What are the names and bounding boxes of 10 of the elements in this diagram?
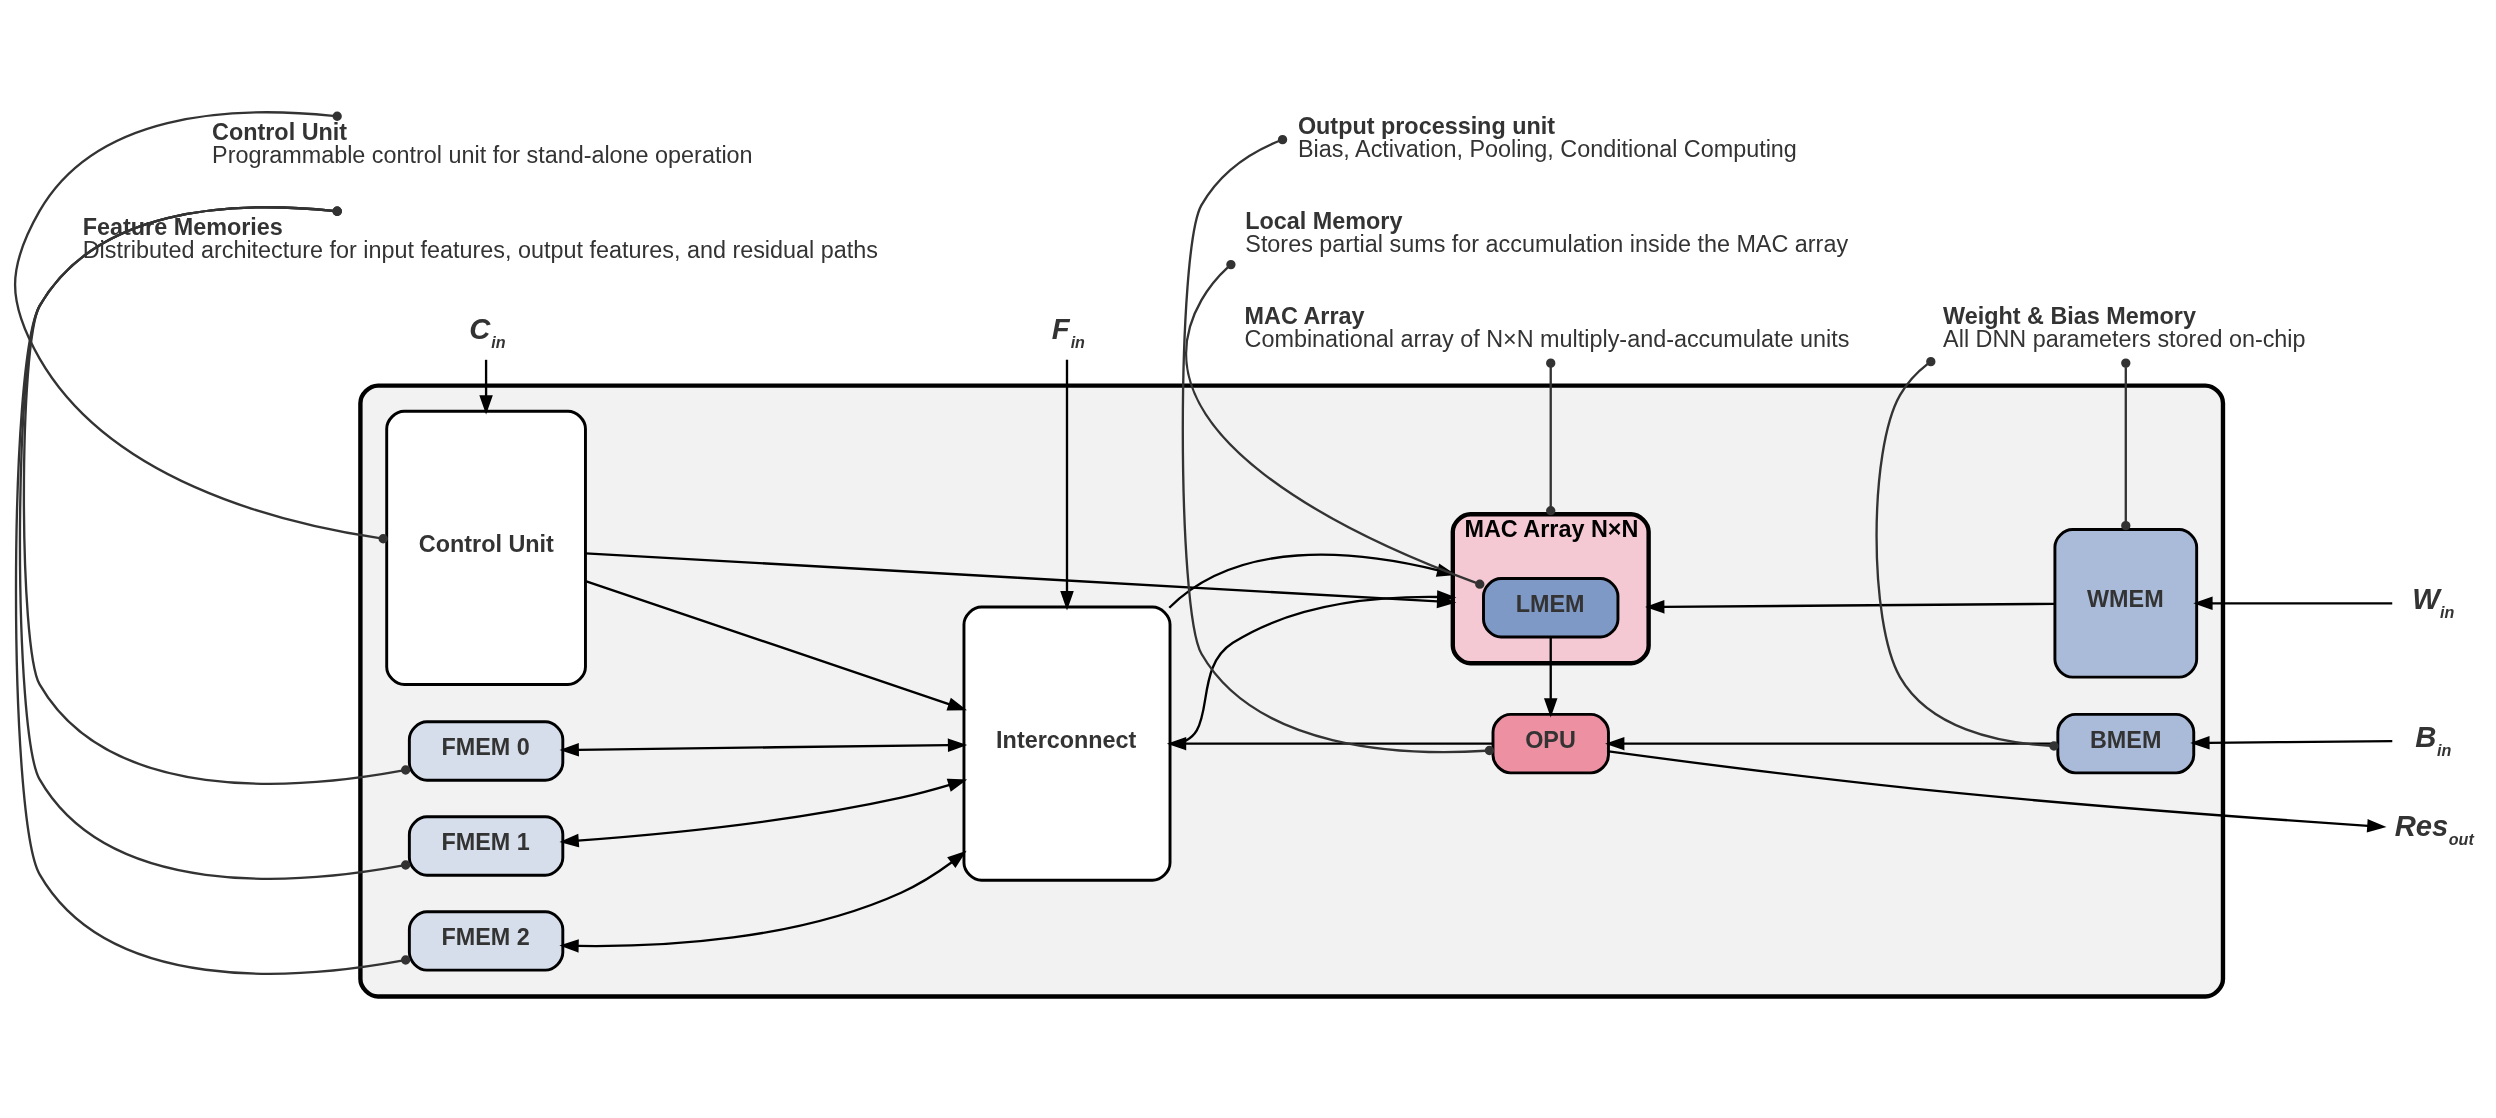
node-text: Local Memory Stores partial sums for accumulation inside the MAC array <box>1245 207 1849 257</box>
node-text: F$_{in}$ <box>1051 312 1085 351</box>
node-text: W$_{in}$ <box>2412 582 2455 621</box>
node-text: Weight & Bias Memory All DNN parameters stored on-chip <box>1943 302 2306 352</box>
node-text: Output processing unit Bias, Activation, Pooling, Conditional Computing <box>1297 112 1797 162</box>
node-text: C$_{in}$ <box>469 312 506 351</box>
node-text: Res$_{out}$ <box>2394 809 2474 848</box>
node-text: MAC Array Combinational array of N×N multiply-and-accumulate units <box>1244 302 1850 352</box>
node-text: B$_{in}$ <box>2415 720 2452 759</box>
node-text: Control Unit Programmable control unit for stand-alone operation <box>212 118 753 168</box>
